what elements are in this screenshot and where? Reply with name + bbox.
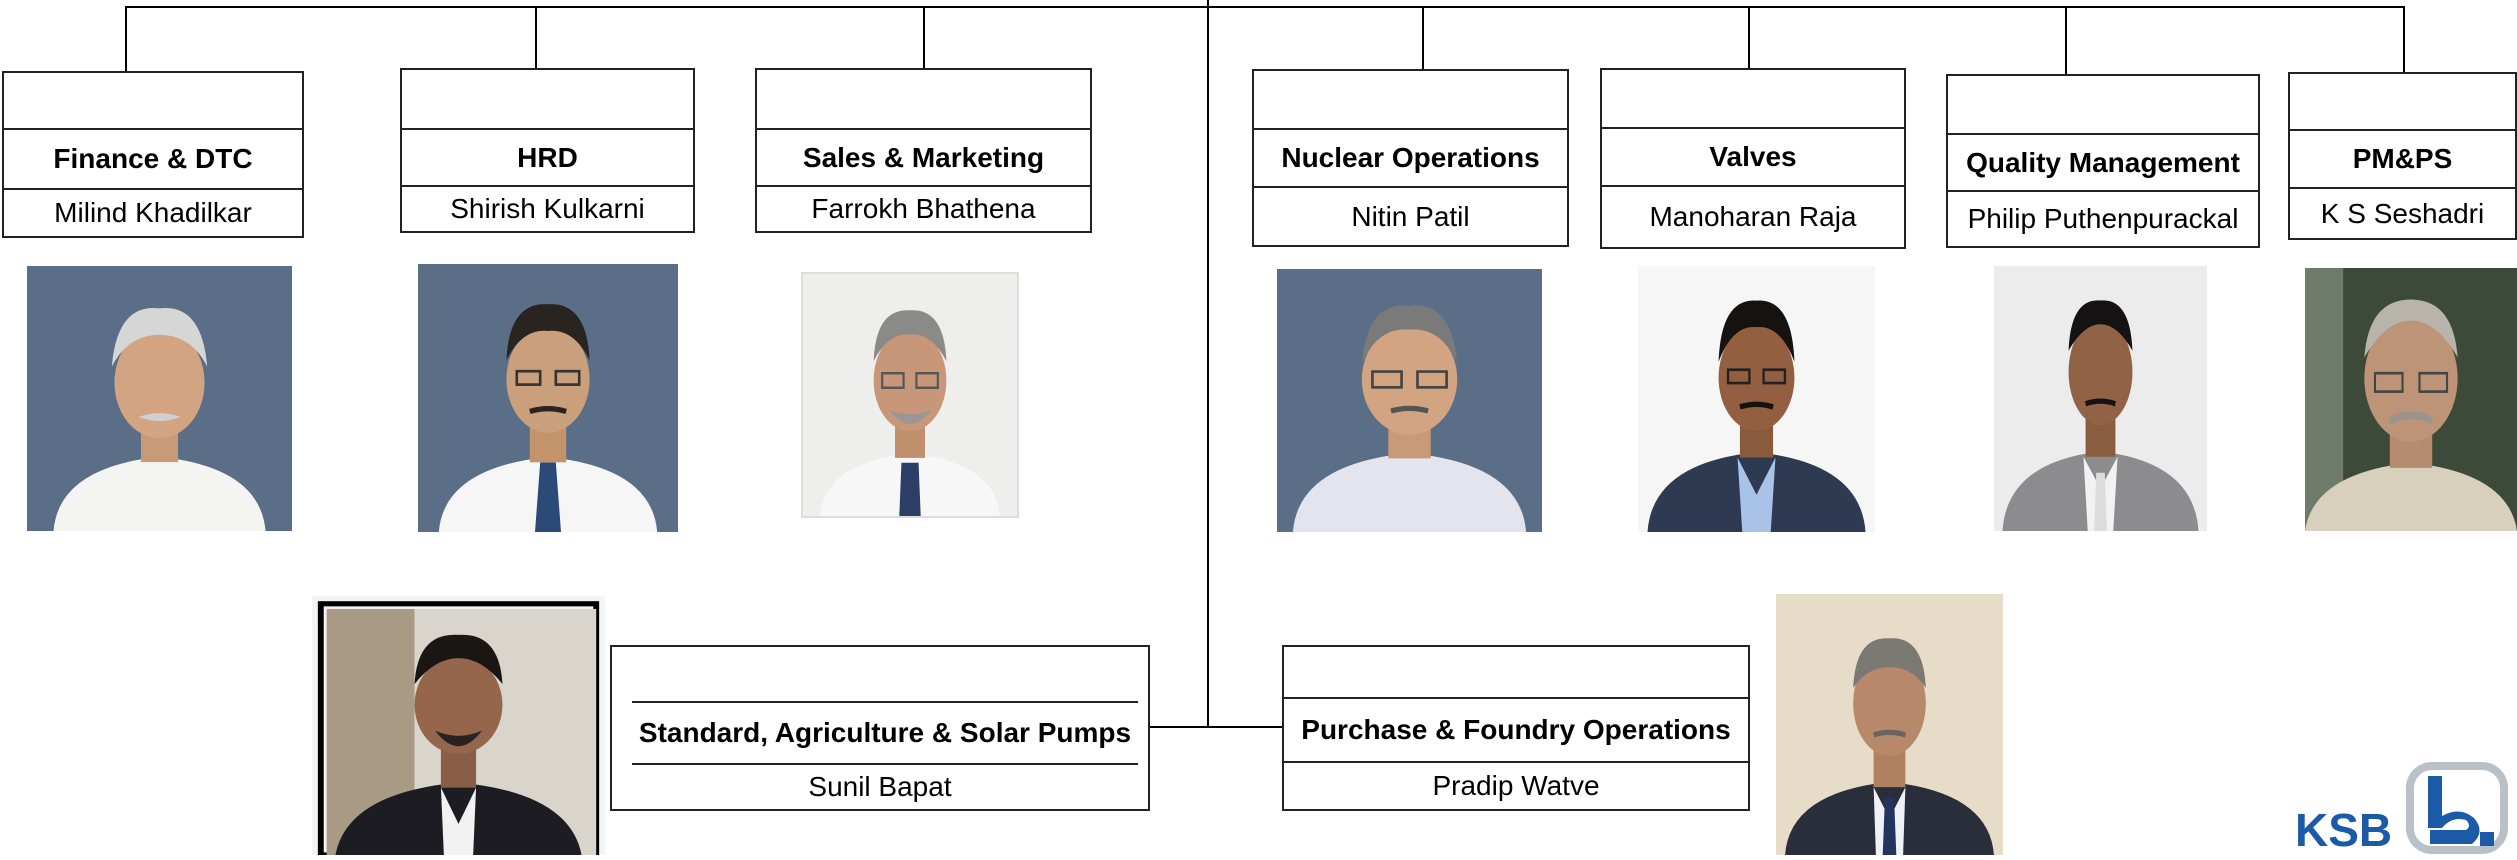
org-box-standard: Standard, Agriculture & Solar Pumps Suni… [610, 645, 1150, 811]
photo-hrd [418, 264, 678, 532]
connector-drop-valves [1748, 6, 1750, 68]
department-label: Purchase & Foundry Operations [1284, 699, 1748, 763]
portrait-image [1277, 269, 1542, 532]
ksb-logo-graphic: KSB [2295, 762, 2508, 856]
connector-branch-purchase [1208, 726, 1284, 728]
connector-drop-quality [2065, 6, 2067, 74]
connector-top-bus [125, 6, 2405, 8]
head-name: Shirish Kulkarni [450, 193, 645, 224]
department-label: Quality Management [1948, 135, 2258, 192]
org-box-nuclear: Nuclear Operations Nitin Patil [1252, 69, 1569, 247]
org-box-hrd: HRD Shirish Kulkarni [400, 68, 695, 233]
photo-pmps [2305, 268, 2517, 531]
head-name: Pradip Watve [1432, 770, 1600, 801]
connector-drop-pmps [2403, 6, 2405, 72]
portrait-image [27, 266, 292, 531]
head-name: K S Seshadri [2320, 197, 2485, 229]
connector-drop-finance [125, 6, 127, 72]
org-box-sales: Sales & Marketing Farrokh Bhathena [755, 68, 1092, 233]
org-box-purchase: Purchase & Foundry Operations Pradip Wat… [1282, 645, 1750, 811]
portrait-image [1776, 594, 2003, 855]
head-name: Nitin Patil [1351, 200, 1470, 232]
photo-purchase [1776, 594, 2003, 855]
connector-drop-hrd [535, 6, 537, 68]
department-label: HRD [402, 130, 693, 187]
department-label: Finance & DTC [4, 130, 302, 190]
department-label: Nuclear Operations [1254, 130, 1567, 188]
head-name: Philip Puthenpurackal [1967, 203, 2239, 234]
head-name: Milind Khadilkar [54, 197, 252, 228]
svg-text:KSB: KSB [2295, 804, 2392, 855]
photo-standard [312, 596, 605, 855]
head-name: Farrokh Bhathena [811, 193, 1036, 224]
head-name: Manoharan Raja [1649, 201, 1857, 232]
org-box-finance: Finance & DTC Milind Khadilkar [2, 71, 304, 238]
org-box-valves: Valves Manoharan Raja [1600, 68, 1906, 249]
connector-center-trunk [1207, 0, 1209, 728]
department-label: Sales & Marketing [757, 130, 1090, 187]
connector-drop-nuclear [1422, 6, 1424, 70]
photo-valves [1638, 266, 1875, 532]
portrait-image [1638, 266, 1875, 532]
portrait-image [312, 596, 605, 855]
portrait-image [1994, 266, 2207, 531]
department-label: PM&PS [2290, 131, 2515, 189]
connector-branch-standard [1150, 726, 1208, 728]
head-name: Sunil Bapat [808, 771, 952, 802]
photo-nuclear [1277, 269, 1542, 532]
department-label: Standard, Agriculture & Solar Pumps [632, 703, 1138, 765]
org-box-quality: Quality Management Philip Puthenpurackal [1946, 74, 2260, 248]
portrait-image [418, 264, 678, 532]
photo-sales [801, 272, 1019, 518]
department-label: Valves [1602, 129, 1904, 187]
photo-quality [1994, 266, 2207, 531]
connector-drop-sales [923, 6, 925, 68]
photo-finance [27, 266, 292, 531]
portrait-image [2305, 268, 2517, 531]
ksb-logo: KSB [2290, 760, 2515, 856]
org-box-pmps: PM&PS K S Seshadri [2288, 72, 2517, 240]
portrait-image [803, 274, 1017, 516]
